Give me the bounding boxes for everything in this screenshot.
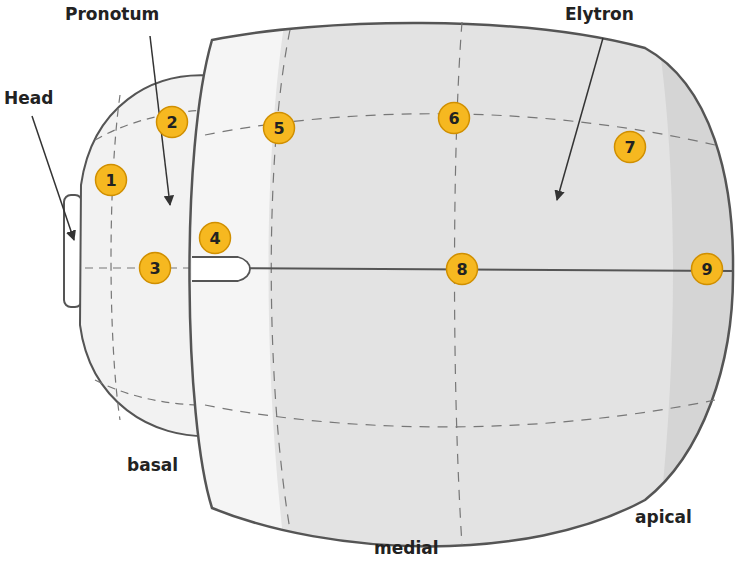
elytron-shading: [170, 0, 738, 578]
part-label: medial: [374, 538, 439, 558]
part-label: basal: [127, 455, 178, 475]
callout-number: 5: [262, 111, 296, 145]
pronotum-grid: [85, 95, 205, 420]
callout-number: 1: [94, 163, 128, 197]
callout-number: 7: [613, 130, 647, 164]
part-label: Head: [4, 88, 53, 108]
callout-circle: 9: [690, 252, 724, 286]
scutellum: [192, 257, 250, 281]
part-label: apical: [635, 507, 692, 527]
callout-number: 2: [155, 105, 189, 139]
callout-circle: 8: [445, 252, 479, 286]
callout-number: 9: [690, 252, 724, 286]
callout-number: 4: [198, 221, 232, 255]
callout-circle: 7: [613, 130, 647, 164]
callout-number: 6: [437, 101, 471, 135]
part-label: Pronotum: [65, 4, 159, 24]
elytron-outline: [189, 23, 733, 546]
callout-circle: 6: [437, 101, 471, 135]
callout-circle: 5: [262, 111, 296, 145]
leader-line: [32, 36, 603, 240]
callout-circle: 1: [94, 163, 128, 197]
callout-circle: 2: [155, 105, 189, 139]
elytron-grid: [205, 22, 715, 545]
callout-number: 3: [138, 251, 172, 285]
part-label: Elytron: [565, 4, 634, 24]
callout-circle: 3: [138, 251, 172, 285]
callout-circle: 4: [198, 221, 232, 255]
callout-number: 8: [445, 252, 479, 286]
